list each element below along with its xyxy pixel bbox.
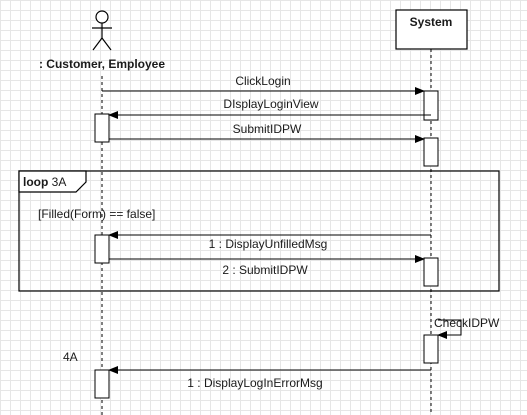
message-label: ClickLogin: [235, 74, 290, 88]
message-submit-idpw: SubmitIDPW: [109, 122, 425, 143]
actor-activation-3: [94, 369, 110, 399]
actor-activation-1: [94, 113, 110, 143]
system-activation-4: [423, 334, 439, 364]
message-label: SubmitIDPW: [233, 122, 302, 136]
message-label: 1 : DisplayUnfilledMsg: [209, 237, 328, 251]
message-display-login-error: 1 : DisplayLogInErrorMsg: [108, 366, 431, 390]
loop-operator: loop 3A: [23, 175, 66, 189]
message-check-idpw: CheckIDPW: [434, 316, 500, 339]
message-click-login: ClickLogin: [102, 74, 425, 95]
message-label: DIsplayLoginView: [223, 97, 319, 111]
loop-guard: [Filled(Form) == false]: [38, 207, 155, 221]
actor-stick-figure: [92, 10, 112, 51]
system-activation-2: [423, 137, 439, 167]
loop-name: 3A: [52, 175, 67, 189]
system-activation-1: [423, 90, 439, 121]
message-label: 2 : SubmitIDPW: [222, 263, 308, 277]
actor-activation-2: [94, 234, 110, 264]
system-label: System: [410, 15, 453, 29]
actor-label: : Customer, Employee: [39, 57, 165, 71]
system-lifeline-head: System: [395, 9, 468, 50]
message-label: CheckIDPW: [434, 316, 500, 330]
message-submit-idpw-2: 2 : SubmitIDPW: [109, 255, 425, 277]
loop-fragment: loop 3A [Filled(Form) == false]: [18, 170, 500, 292]
annotation-4a: 4A: [63, 350, 78, 364]
message-label: 1 : DisplayLogInErrorMsg: [187, 376, 322, 390]
system-activation-3: [423, 257, 439, 287]
message-display-unfilled: 1 : DisplayUnfilledMsg: [108, 231, 431, 251]
message-display-login-view: DIsplayLoginView: [108, 97, 431, 119]
loop-keyword: loop: [23, 175, 48, 189]
